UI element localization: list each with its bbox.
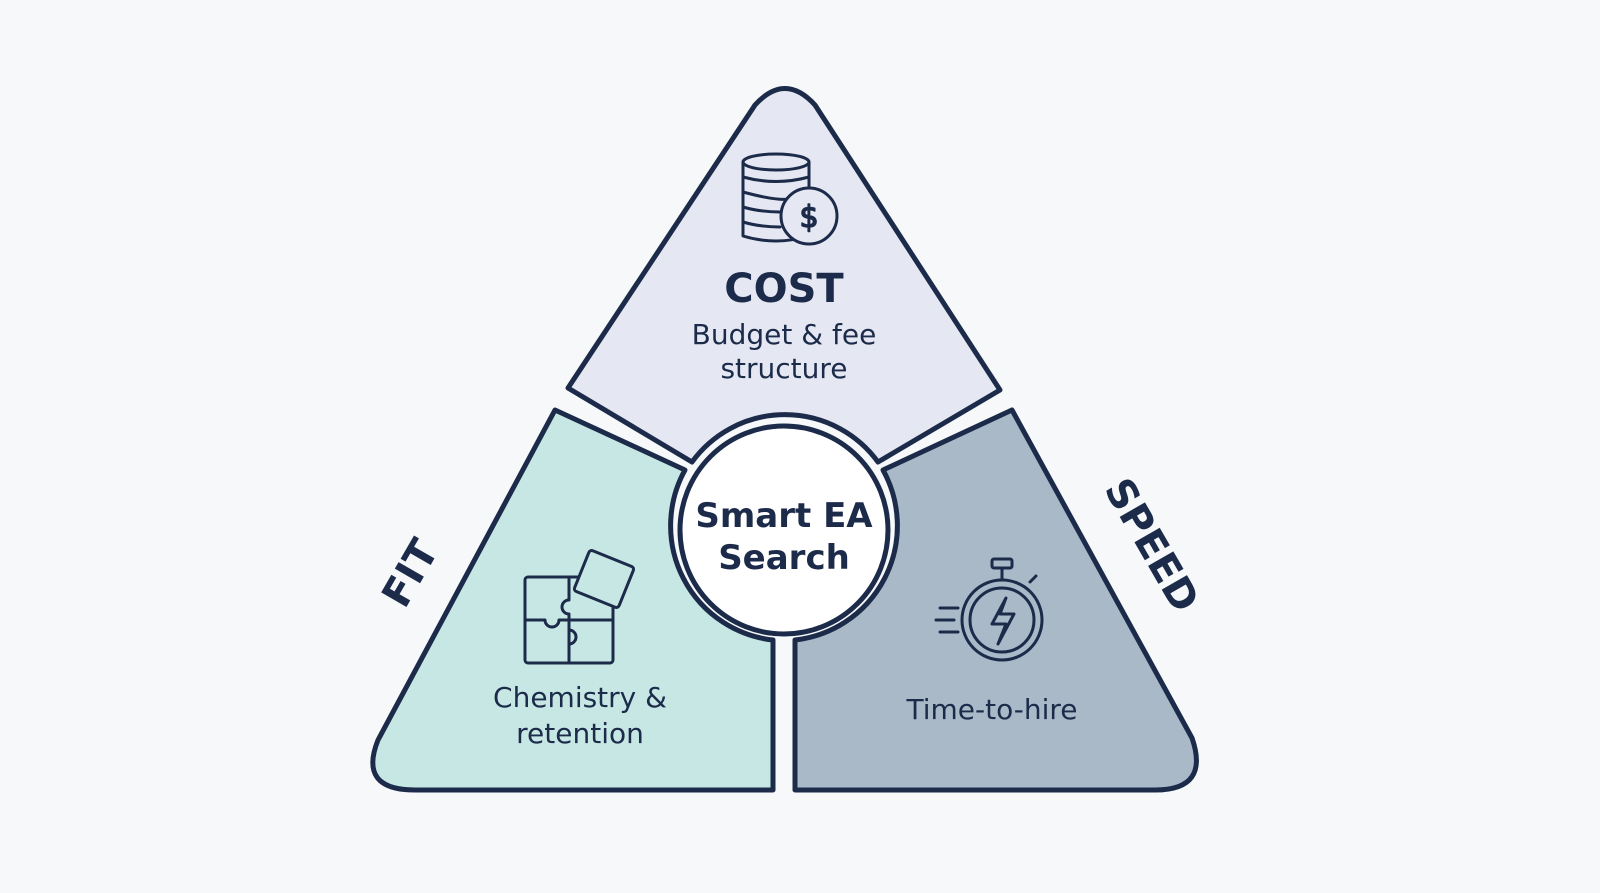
cost-desc-line2: structure bbox=[720, 352, 847, 385]
cost-title: COST bbox=[724, 266, 844, 312]
fit-desc-line2: retention bbox=[516, 717, 644, 750]
coins-dollar-icon: $ bbox=[741, 152, 839, 246]
center-circle bbox=[677, 423, 891, 637]
center-title-line1: Smart EA bbox=[695, 496, 873, 536]
cost-panel bbox=[565, 86, 1003, 465]
fit-title: FIT bbox=[373, 531, 448, 615]
fit-desc-line1: Chemistry & bbox=[493, 681, 667, 714]
svg-text:$: $ bbox=[799, 200, 818, 235]
center-title-line2: Search bbox=[718, 538, 850, 578]
speed-desc: Time-to-hire bbox=[905, 693, 1077, 726]
puzzle-icon bbox=[523, 549, 636, 665]
stopwatch-lightning-icon bbox=[934, 557, 1044, 662]
cost-desc-line1: Budget & fee bbox=[692, 318, 877, 351]
speed-panel bbox=[792, 407, 1199, 793]
fit-panel bbox=[370, 407, 776, 793]
